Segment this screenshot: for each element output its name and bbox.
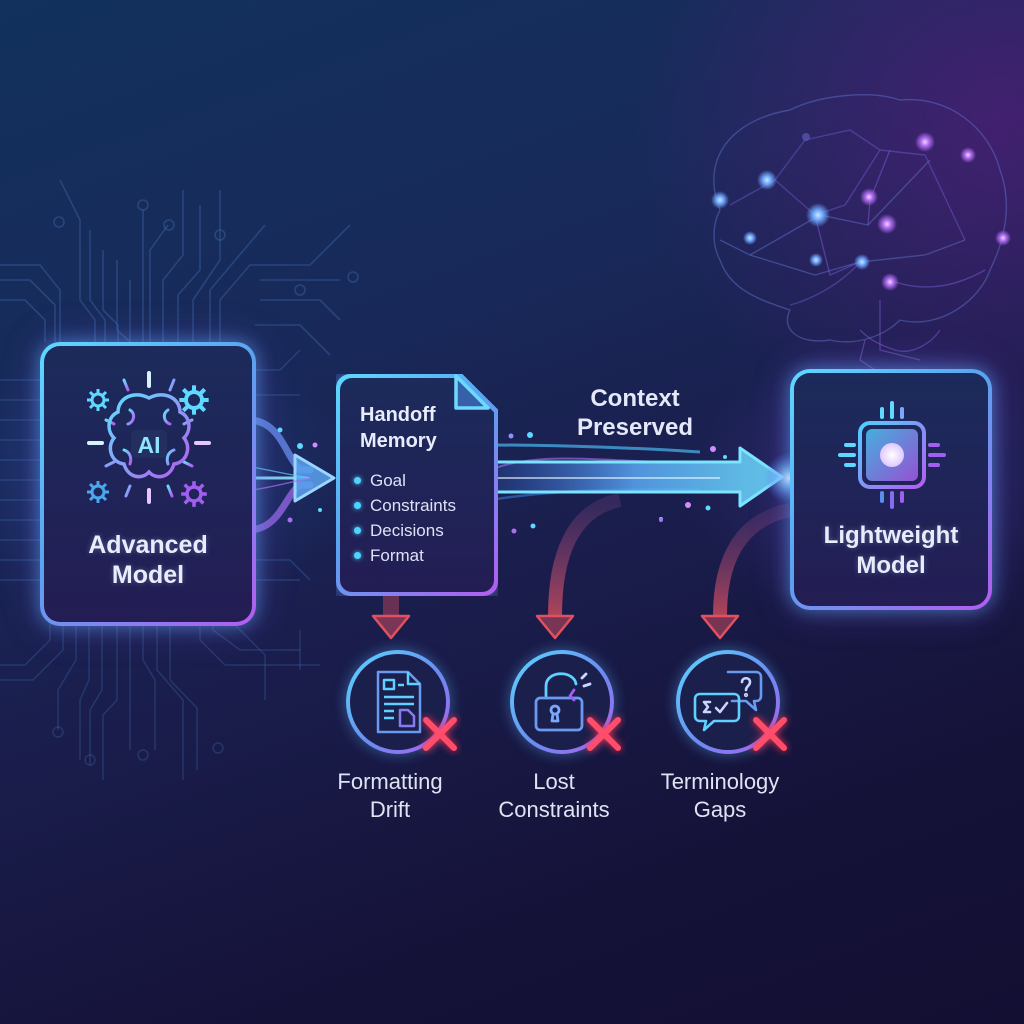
document-fold-icon: [454, 374, 490, 410]
failure-x-icon: [423, 717, 457, 751]
bullet-icon: [354, 502, 361, 509]
memory-item: Format: [354, 543, 456, 568]
handoff-memory-card[interactable]: Handoff Memory Goal Constraints Decision…: [336, 374, 498, 596]
gear-icon: [181, 481, 207, 507]
gear-icon: [179, 385, 209, 415]
speech-bubbles-icon: [693, 670, 763, 732]
advanced-model-card[interactable]: AI Advanced Model: [40, 342, 256, 626]
memory-item: Decisions: [354, 518, 456, 543]
svg-text:AI: AI: [138, 432, 161, 458]
handoff-memory-list: Goal Constraints Decisions Format: [354, 468, 456, 568]
neural-brain-outline: [713, 94, 1007, 371]
failure-x-icon: [753, 717, 787, 751]
broken-lock-icon: [534, 672, 592, 732]
context-preserved-label: Context Preserved: [576, 385, 694, 441]
bullet-icon: [354, 552, 361, 559]
bullet-icon: [354, 527, 361, 534]
risk-ring: [510, 650, 614, 754]
document-layout-icon: [376, 670, 422, 734]
lightweight-model-card[interactable]: Lightweight Model: [790, 369, 992, 610]
risk-label: Terminology Gaps: [660, 769, 780, 822]
risk-label: Lost Constraints: [498, 769, 610, 822]
advanced-model-title: Advanced Model: [88, 531, 208, 589]
risk-label: Formatting Drift: [337, 769, 443, 822]
lightweight-model-title: Lightweight Model: [823, 522, 959, 579]
failure-arrow-constraints: [535, 493, 622, 640]
memory-item: Constraints: [354, 493, 456, 518]
context-preserved-arrow: [486, 443, 816, 508]
circuit-traces: [0, 179, 359, 356]
gear-icon: [87, 389, 109, 411]
chip-icon: [838, 401, 946, 509]
failure-x-icon: [587, 717, 621, 751]
memory-item: Goal: [354, 468, 456, 493]
risk-ring: [346, 650, 450, 754]
risk-ring: [676, 650, 780, 754]
bullet-icon: [354, 477, 361, 484]
brain-ai-icon: AI: [87, 371, 211, 504]
gear-icon: [87, 481, 109, 503]
handoff-memory-title: Handoff Memory: [360, 404, 437, 452]
neural-brain-nodes: [711, 132, 1011, 291]
failure-arrow-terminology: [700, 503, 792, 640]
